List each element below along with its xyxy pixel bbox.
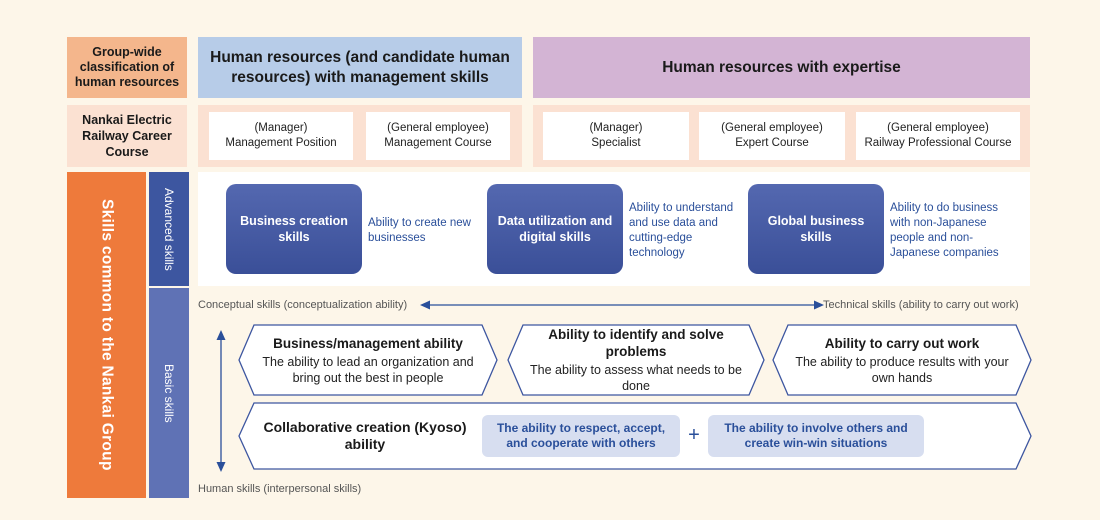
advanced-skills-label: Advanced skills (149, 172, 189, 286)
course-box-railway-professional: (General employee) Railway Professional C… (856, 112, 1020, 160)
hexagon-carry-out-work (772, 324, 1032, 396)
hexagon-identify-solve (507, 324, 765, 396)
hexagon-business-management (238, 324, 498, 396)
pill-respect-accept: The ability to respect, accept, and coop… (482, 415, 680, 457)
course-box-specialist: (Manager) Specialist (543, 112, 689, 160)
data-utilization-skills-box: Data utilization and digital skills (487, 184, 623, 274)
axis-label-technical: Technical skills (ability to carry out w… (823, 299, 1019, 311)
collaborative-creation-title: Collaborative creation (Kyoso) ability (263, 419, 467, 452)
expertise-hr-header: Human resources with expertise (533, 37, 1030, 98)
course-box-management-course: (General employee) Management Course (366, 112, 510, 160)
horizontal-axis-arrow (420, 300, 824, 310)
vertical-axis-arrow (216, 330, 226, 472)
course-line2: Specialist (591, 137, 641, 149)
business-creation-desc: Ability to create new businesses (368, 217, 471, 244)
pill-text: The ability to involve others and create… (724, 421, 908, 450)
ability-title: Ability to carry out work (824, 335, 980, 351)
global-business-desc: Ability to do business with non-Japanese… (890, 202, 999, 259)
course-line1: (General employee) (887, 122, 989, 134)
pill-text: The ability to respect, accept, and coop… (496, 421, 666, 450)
global-business-skills-box: Global business skills (748, 184, 884, 274)
identify-solve-text: Ability to identify and solve problems T… (521, 327, 751, 393)
course-line1: (General employee) (721, 122, 823, 134)
skills-common-text: Skills common to the Nankai Group (98, 199, 116, 471)
skills-common-label: Skills common to the Nankai Group (67, 172, 146, 498)
course-line2: Management Position (225, 137, 337, 149)
pill-involve-others: The ability to involve others and create… (708, 415, 924, 457)
business-creation-skills-box: Business creation skills (226, 184, 362, 274)
basic-skills-label: Basic skills (149, 288, 189, 498)
course-box-management-position: (Manager) Management Position (209, 112, 353, 160)
career-course-label-text: Nankai Electric Railway Career Course (82, 113, 172, 159)
plus-sign: + (688, 423, 700, 446)
adv-skill-title: Global business skills (767, 214, 865, 244)
career-course-label: Nankai Electric Railway Career Course (67, 105, 187, 167)
management-hr-header: Human resources (and candidate human res… (198, 37, 522, 98)
group-classification-header: Group-wide classification of human resou… (67, 37, 187, 98)
axis-label-conceptual: Conceptual skills (conceptualization abi… (198, 299, 408, 311)
course-box-expert-course: (General employee) Expert Course (699, 112, 845, 160)
course-line2: Railway Professional Course (864, 137, 1012, 149)
collaborative-creation-title-wrap: Collaborative creation (Kyoso) ability (260, 405, 470, 467)
basic-skills-text: Basic skills (162, 363, 176, 423)
course-line1: (Manager) (254, 122, 308, 134)
adv-skill-title: Business creation skills (240, 214, 348, 244)
group-classification-text: Group-wide classification of human resou… (74, 45, 180, 89)
course-line1: (General employee) (387, 122, 489, 134)
business-management-text: Business/management ability The ability … (250, 327, 486, 393)
advanced-skills-text: Advanced skills (162, 187, 176, 271)
course-line1: (Manager) (589, 122, 643, 134)
data-utilization-desc: Ability to understand and use data and c… (629, 202, 734, 259)
ability-desc: The ability to produce results with your… (795, 354, 1009, 385)
course-line2: Management Course (384, 137, 492, 149)
ability-title: Business/management ability (273, 335, 463, 351)
expertise-hr-text: Human resources with expertise (662, 58, 901, 76)
ability-desc: The ability to assess what needs to be d… (530, 363, 742, 393)
ability-title: Ability to identify and solve problems (548, 327, 724, 359)
ability-desc: The ability to lead an organization and … (262, 354, 474, 385)
axis-label-human: Human skills (interpersonal skills) (198, 483, 362, 495)
course-line2: Expert Course (735, 137, 809, 149)
management-hr-text: Human resources (and candidate human res… (210, 48, 510, 86)
adv-skill-title: Data utilization and digital skills (497, 214, 613, 244)
carry-out-work-text: Ability to carry out work The ability to… (790, 327, 1014, 393)
